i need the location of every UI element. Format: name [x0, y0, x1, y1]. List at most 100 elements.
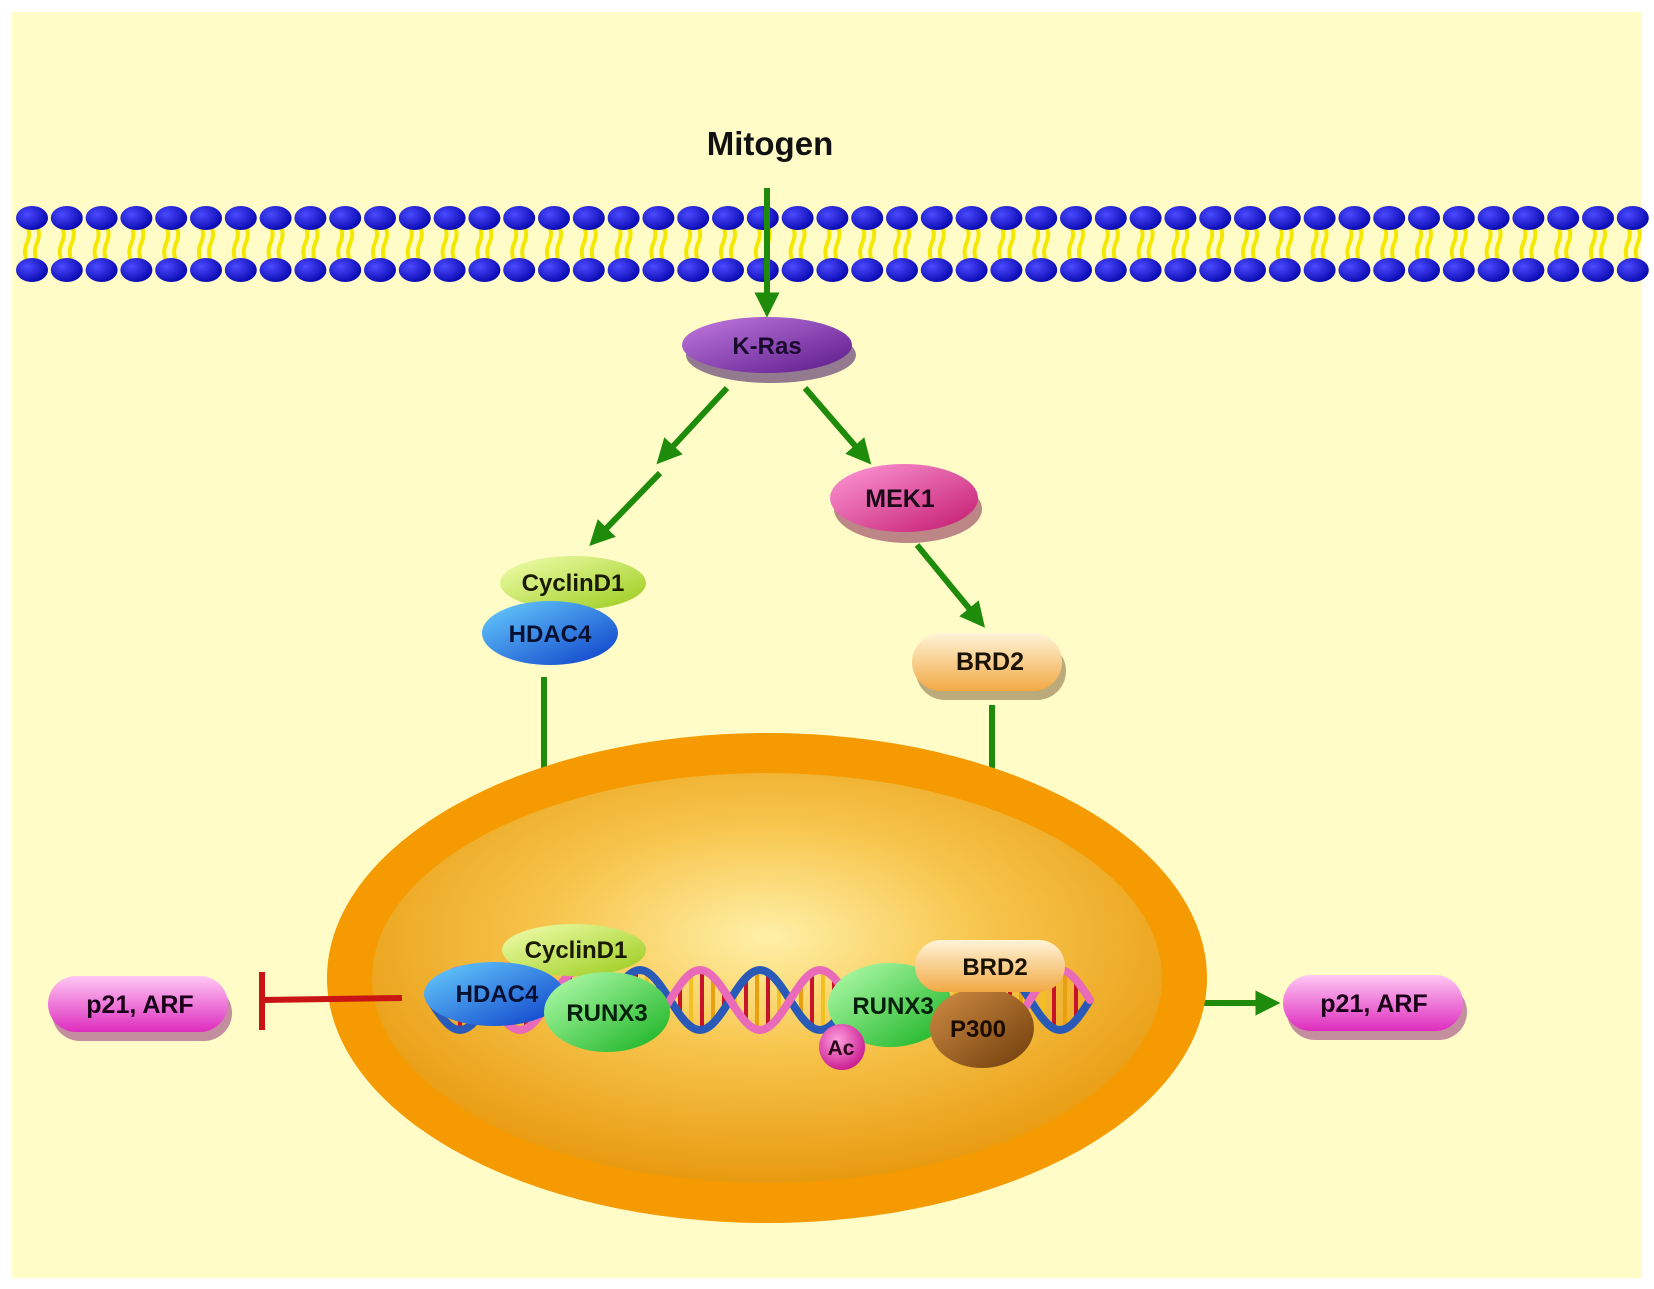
lipid-head [1477, 258, 1510, 282]
p21-arf-right-node: p21, ARF [1283, 975, 1467, 1040]
lipid-head [607, 258, 640, 282]
lipid-tail [579, 225, 588, 263]
lipid-head [1547, 258, 1580, 282]
arrow-kras-to-cyclin-2 [589, 470, 663, 547]
lipid-head [1338, 206, 1371, 230]
lipid-head [1234, 258, 1266, 282]
lipid-head [816, 206, 849, 230]
lipid-head [190, 206, 222, 230]
lipid-tail [1494, 225, 1503, 263]
lipid-tail [624, 225, 633, 263]
lipid-head [468, 258, 501, 282]
lipid-tail [57, 225, 66, 263]
lipid-head [1547, 206, 1580, 230]
lipid-head [329, 206, 362, 230]
lipid-tail [346, 225, 355, 263]
lipid-head [433, 258, 466, 282]
lipid-head [294, 258, 327, 282]
lipid-tail [972, 225, 981, 263]
lipid-head [503, 258, 536, 282]
lipid-tail [371, 225, 379, 263]
lipid-tail [23, 225, 31, 263]
lipid-tail [997, 225, 1006, 263]
lipid-head [433, 206, 466, 230]
lipid-head [50, 258, 83, 282]
hdac4-cyto-label: HDAC4 [509, 621, 592, 648]
p21-right-label: p21, ARF [1320, 990, 1427, 1018]
lipid-tail [381, 225, 389, 263]
p21-left-label: p21, ARF [86, 991, 193, 1019]
lipid-tail [1320, 225, 1329, 263]
lipid-head [712, 258, 744, 282]
arrow-kras-to-cyclin-1 [656, 385, 730, 465]
lipid-head [572, 258, 605, 282]
lipid-tail [1206, 225, 1215, 263]
lipid-tail [172, 225, 181, 263]
lipid-tail [868, 225, 877, 263]
lipid-tail [1171, 225, 1180, 263]
p21-arf-left-node: p21, ARF [48, 976, 232, 1041]
lipid-head [1025, 206, 1058, 230]
lipid-head [1373, 206, 1406, 230]
lipid-head [16, 206, 48, 230]
lipid-tail [67, 225, 76, 263]
lipid-head [990, 258, 1023, 282]
lipid-tail [475, 225, 484, 263]
lipid-head [886, 206, 918, 230]
lipid-head [120, 258, 153, 282]
lipid-tail [1564, 225, 1573, 263]
lipid-head [1094, 258, 1127, 282]
lipid-tail [684, 225, 693, 263]
lipid-head [746, 206, 779, 230]
lipid-head [538, 206, 570, 230]
lipid-head [1268, 258, 1301, 282]
mek1-node: MEK1 [830, 464, 982, 543]
p300-label: P300 [950, 1016, 1006, 1043]
lipid-tail [1380, 225, 1389, 263]
lipid-tail [1101, 225, 1110, 263]
lipid-head [1199, 258, 1232, 282]
lipid-tail [405, 225, 414, 263]
lipid-head [1129, 258, 1162, 282]
lipid-head [1303, 206, 1336, 230]
lipid-tail [1529, 225, 1538, 263]
lipid-tail [1519, 225, 1528, 263]
lipid-tail [1216, 225, 1225, 263]
lipid-tail [1181, 225, 1190, 263]
lipid-head [642, 258, 675, 282]
lipid-head [398, 206, 431, 230]
lipid-tail [520, 225, 529, 263]
hdac4-nuc-label: HDAC4 [456, 981, 539, 1008]
lipid-head [155, 206, 188, 230]
lipid-head [1477, 206, 1510, 230]
mek1-label: MEK1 [865, 485, 935, 513]
lipid-tail [1077, 225, 1085, 263]
lipid-head [572, 206, 605, 230]
lipid-tail [893, 225, 901, 263]
lipid-tail [753, 225, 762, 263]
activator-complex: BRD2 RUNX3 P300 Ac [819, 940, 1065, 1070]
lipid-tail [1285, 225, 1294, 263]
lipid-tail [962, 225, 971, 263]
lipid-head [1512, 258, 1545, 282]
lipid-tail [33, 225, 41, 263]
lipid-tail [162, 225, 171, 263]
lipid-tail [659, 225, 668, 263]
lipid-tail [336, 225, 345, 263]
lipid-tail [510, 225, 519, 263]
lipid-head [364, 206, 396, 230]
lipid-tail [1042, 225, 1051, 263]
lipid-head [920, 206, 953, 230]
lipid-tail [197, 225, 205, 263]
lipid-head [781, 258, 814, 282]
lipid-tail [614, 225, 623, 263]
lipid-tail [1355, 225, 1364, 263]
lipid-tail [1459, 225, 1468, 263]
lipid-tail [1067, 225, 1075, 263]
lipid-head [1268, 206, 1301, 230]
lipid-tail [1633, 225, 1642, 263]
lipid-tail [858, 225, 867, 263]
lipid-head [1338, 258, 1371, 282]
lipid-head [851, 258, 884, 282]
